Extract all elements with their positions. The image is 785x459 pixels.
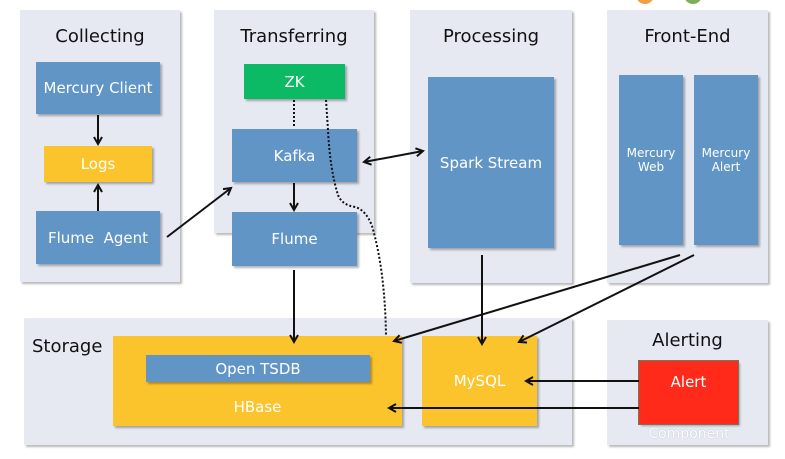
- alert-label: Alert: [670, 373, 707, 391]
- collecting-title: Collecting: [55, 26, 145, 47]
- open-tsdb-box: Open TSDB: [146, 355, 370, 382]
- storage-title: Storage: [32, 336, 103, 357]
- mercury-alert-line1: Mercury: [701, 146, 751, 160]
- processing-title: Processing: [442, 26, 540, 47]
- mercury-client-box: Mercury Client: [36, 62, 160, 114]
- mercury-alert-line2: Alert: [711, 160, 741, 174]
- hbase-box: Open TSDB HBase: [113, 336, 402, 426]
- flume-agent-box: Flume Agent: [36, 211, 160, 264]
- kafka-box: Kafka: [232, 129, 357, 182]
- logs-box: Logs: [44, 146, 152, 182]
- mercury-web-line1: Mercury: [626, 146, 676, 160]
- green-circle-icon: [684, 0, 702, 4]
- flume-box: Flume: [232, 212, 357, 266]
- zk-box: ZK: [244, 64, 345, 99]
- orange-circle-icon: [636, 0, 654, 4]
- mysql-box: MySQL: [422, 336, 537, 426]
- mercury-web-box: Mercury Web: [619, 75, 683, 245]
- mercury-alert-box: Mercury Alert: [694, 75, 758, 245]
- hbase-label: HBase: [233, 398, 282, 416]
- mercury-web-line2: Web: [637, 160, 665, 174]
- spark-stream-box: Spark Stream: [428, 77, 554, 248]
- transferring-title: Transferring: [240, 26, 348, 47]
- alert-box: Alert: [639, 361, 738, 424]
- alerting-title: Alerting: [652, 330, 723, 351]
- frontend-title: Front-End: [644, 26, 731, 47]
- alert-component-caption: Component: [648, 426, 730, 442]
- transferring-panel: Transferring: [214, 10, 374, 233]
